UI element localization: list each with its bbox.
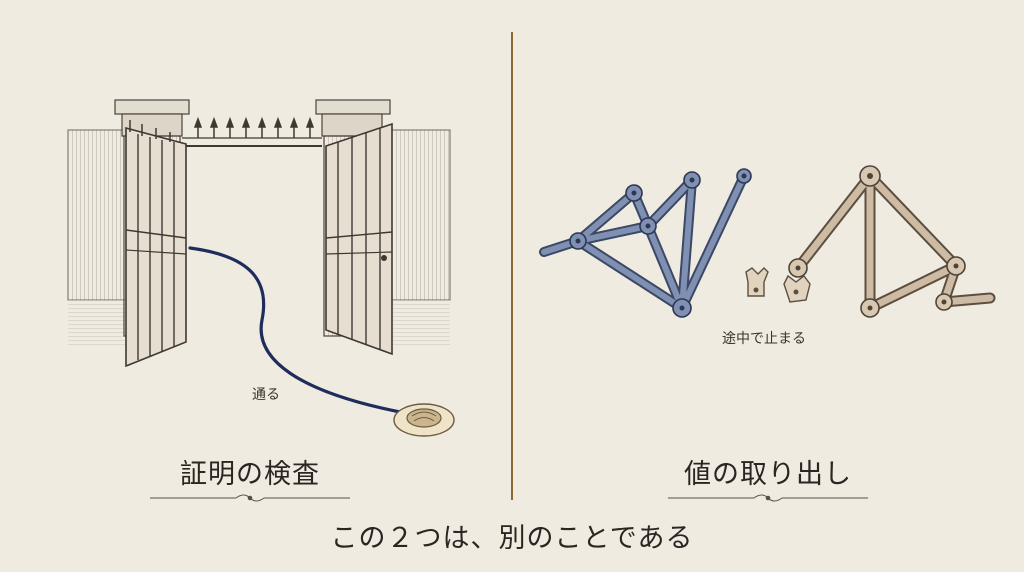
- tan-linkage: [788, 165, 996, 318]
- stop-label: 途中で止まる: [722, 331, 806, 347]
- left-wall: [67, 129, 127, 301]
- broken-joint-pieces: [745, 267, 811, 303]
- pass-through-path: [188, 246, 402, 414]
- left-panel-title-text: 証明の検査: [180, 459, 320, 490]
- gate-top-rail: [182, 116, 322, 147]
- ground-shading: [68, 300, 126, 345]
- left-title-ornament: [150, 494, 350, 502]
- right-panel-title-text: 値の取り出し: [684, 459, 852, 490]
- bottom-caption: この２つは、別のことである: [330, 523, 694, 554]
- gate-illustration: [67, 99, 455, 437]
- right-title-ornament: [668, 494, 868, 502]
- left-gate-door: [125, 120, 187, 368]
- right-gate-door: [325, 122, 393, 356]
- wax-seal-icon: [393, 403, 455, 437]
- blue-linkage: [539, 168, 752, 318]
- pass-label: 通る: [252, 387, 280, 403]
- right-wall: [391, 129, 451, 301]
